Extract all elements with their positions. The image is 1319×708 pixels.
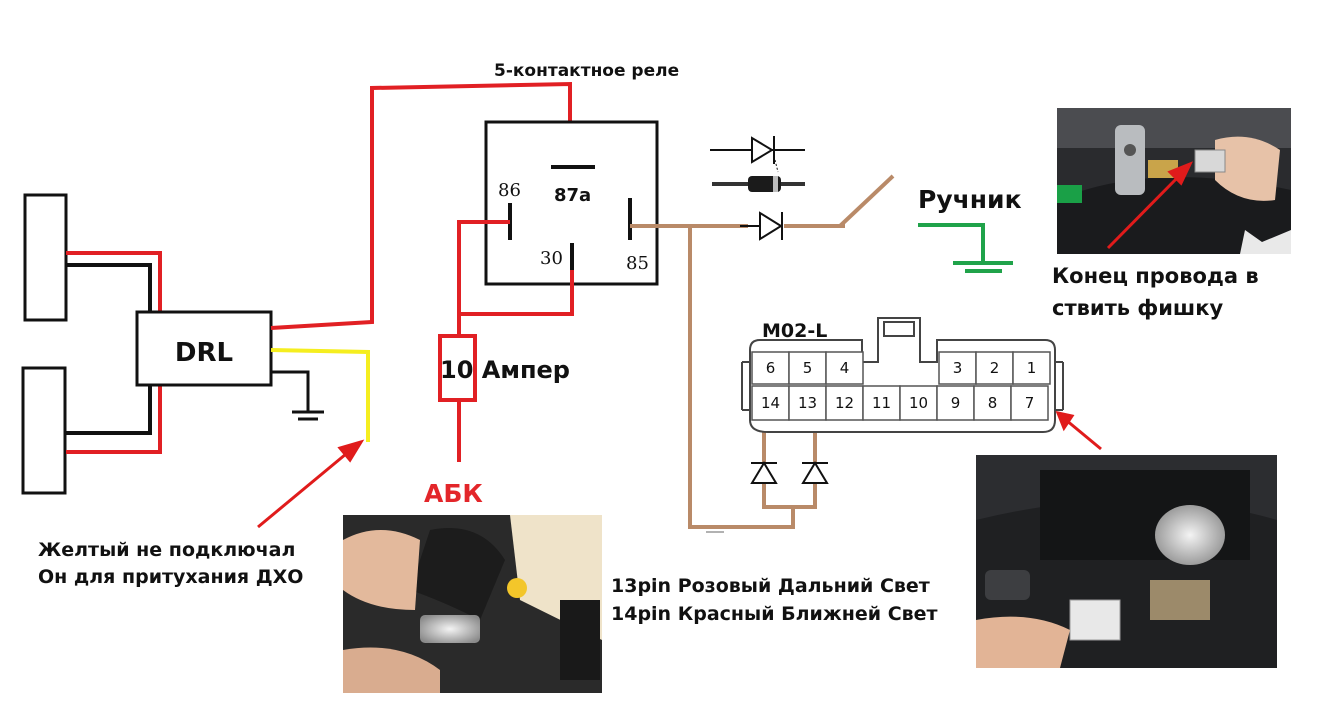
connector-pin-cell xyxy=(825,385,864,421)
headlamp-bottom xyxy=(21,366,67,495)
relay-pin-85: 85 xyxy=(626,253,649,274)
lamp-bottom-black-wire xyxy=(66,386,152,435)
yellow-wire xyxy=(270,348,370,442)
yellow-note-line1: Желтый не подключал xyxy=(38,539,295,561)
drl-ground-wire xyxy=(271,370,310,412)
connector-pin-cell xyxy=(751,385,790,421)
connector-pin-cell xyxy=(1010,385,1049,421)
connector-pin-cell xyxy=(751,351,790,385)
connector-pin-cell xyxy=(975,351,1014,385)
connector-pin-10: 10 xyxy=(909,394,928,412)
lamp-top-black-wire xyxy=(66,263,152,312)
pin-note-line1: 13pin Розовый Дальний Свет xyxy=(611,575,930,597)
connector-title: M02-L xyxy=(762,320,827,342)
arrow-icon xyxy=(1106,161,1193,250)
drl-label: DRL xyxy=(175,338,233,368)
drl-red-wire xyxy=(270,81,572,330)
battery-label: АБК xyxy=(424,479,483,508)
relay-86-red-wire xyxy=(457,220,510,336)
relay-30-red-wire xyxy=(459,270,574,316)
diode-symbol-icon xyxy=(740,211,783,241)
handbrake-photo xyxy=(1057,108,1291,254)
connector-pin-cell xyxy=(788,385,827,421)
drl-module xyxy=(135,310,273,387)
connector-pin-14: 14 xyxy=(761,394,780,412)
fuse-label: 10 Ампер xyxy=(440,356,570,384)
fuse xyxy=(438,334,477,402)
handbrake-label: Ручник xyxy=(918,185,1022,214)
yellow-arrow-icon xyxy=(257,439,365,529)
steering-column-photo xyxy=(976,455,1277,668)
lamp-top-red-wire xyxy=(66,251,162,312)
diode-14-icon xyxy=(801,461,829,484)
connector-arrow-icon xyxy=(1055,410,1102,451)
connector-pin-8: 8 xyxy=(988,394,998,412)
handbrake-ground-icon xyxy=(918,223,1013,273)
connector-pin-cell xyxy=(973,385,1012,421)
connector-pin-7: 7 xyxy=(1025,394,1035,412)
diode-component-icon xyxy=(710,136,805,192)
switch-icon xyxy=(838,174,895,228)
handbrake-note-line2: ствить фишку xyxy=(1052,296,1223,320)
connector-pin-cell xyxy=(788,351,827,385)
connector-pin-9: 9 xyxy=(951,394,961,412)
connector-pin-1: 1 xyxy=(1027,359,1037,377)
ground-icon xyxy=(292,410,324,421)
relay-title: 5-контактное реле xyxy=(494,61,679,81)
pin-note-line2: 14pin Красный Ближней Свет xyxy=(611,603,938,625)
lamp-wires xyxy=(66,251,162,454)
diode-13-icon xyxy=(750,461,778,484)
connector-pin-cell xyxy=(938,351,977,385)
connector-pin-5: 5 xyxy=(803,359,813,377)
connector-pin-cell xyxy=(936,385,975,421)
yellow-note-line2: Он для притухания ДХО xyxy=(38,566,303,588)
relay-pin-86: 86 xyxy=(498,180,521,201)
relay-pin-30: 30 xyxy=(540,248,563,269)
connector-pin-cell xyxy=(862,385,901,421)
connector-pin-12: 12 xyxy=(835,394,854,412)
connector-pin-11: 11 xyxy=(872,394,891,412)
headlamp-top xyxy=(23,193,68,322)
connector-pin-2: 2 xyxy=(990,359,1000,377)
relay-pin-87a: 87a xyxy=(554,185,591,206)
handbrake-note-line1: Конец провода в xyxy=(1052,264,1259,288)
connector-pin-3: 3 xyxy=(953,359,963,377)
connector-pin-cell xyxy=(825,351,864,385)
connector-pin-6: 6 xyxy=(766,359,776,377)
connector-pin-13: 13 xyxy=(798,394,817,412)
brown-vertical-wire xyxy=(688,226,795,529)
battery-photo xyxy=(343,515,602,693)
connector-pin-4: 4 xyxy=(840,359,850,377)
connector-pin-cell xyxy=(1012,351,1051,385)
connector-left-drop xyxy=(762,428,817,509)
lamp-bottom-red-wire xyxy=(66,386,162,454)
